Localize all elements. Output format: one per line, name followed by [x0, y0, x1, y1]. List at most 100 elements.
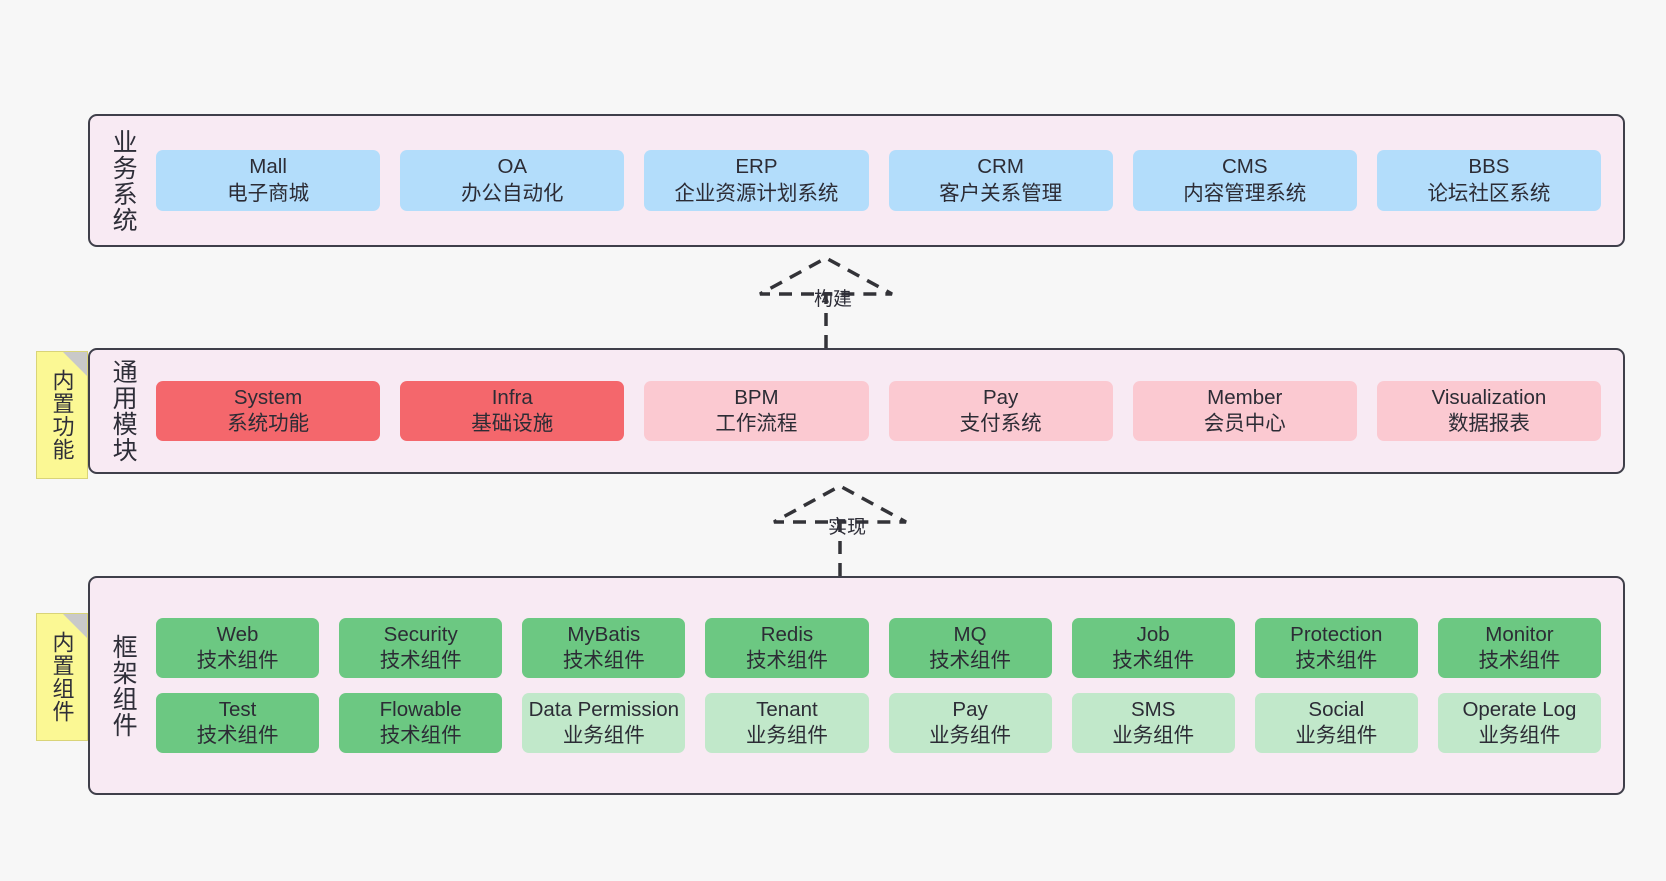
node-web-name: Web	[216, 622, 259, 646]
node-visualization-name: Visualization	[1431, 385, 1547, 409]
node-erp[interactable]: ERP 企业资源计划系统	[644, 150, 869, 211]
node-member[interactable]: Member 会员中心	[1132, 380, 1357, 442]
node-visualization-desc: 数据报表	[1447, 412, 1530, 435]
sticky-note-builtin-features: 内置功能	[36, 351, 88, 479]
layer-common-modules: 通用模块 System 系统功能 Infra 基础设施 BPM 工作流程 Pay…	[88, 348, 1625, 474]
layer-common-modules-body: System 系统功能 Infra 基础设施 BPM 工作流程 Pay 支付系统…	[146, 350, 1623, 472]
node-cms[interactable]: CMS 内容管理系统	[1132, 150, 1357, 211]
node-data-permission[interactable]: Data Permission 业务组件	[522, 693, 686, 754]
node-oa-name: OA	[497, 155, 528, 179]
node-social[interactable]: Social 业务组件	[1254, 693, 1418, 754]
node-social-desc: 业务组件	[1295, 724, 1378, 748]
layer-framework-components-body: Web 技术组件 Security 技术组件 MyBatis 技术组件 Redi…	[146, 578, 1623, 793]
sticky-note-builtin-components: 内置组件	[36, 613, 88, 741]
node-member-name: Member	[1207, 385, 1283, 409]
node-redis-desc: 技术组件	[745, 648, 828, 672]
node-mq[interactable]: MQ 技术组件	[888, 617, 1052, 678]
node-flowable-name: Flowable	[379, 698, 462, 721]
node-system-name: System	[233, 385, 303, 409]
node-visualization[interactable]: Visualization 数据报表	[1376, 380, 1602, 442]
node-protection[interactable]: Protection 技术组件	[1254, 617, 1418, 678]
node-mall-name: Mall	[249, 155, 287, 179]
connector-implement: 实现	[770, 484, 920, 576]
node-infra-desc: 基础设施	[471, 412, 554, 435]
node-erp-desc: 企业资源计划系统	[674, 181, 839, 205]
node-infra-name: Infra	[491, 385, 533, 409]
connector-implement-shape	[773, 484, 907, 576]
node-job-desc: 技术组件	[1112, 648, 1195, 672]
node-mybatis-desc: 技术组件	[562, 648, 645, 672]
node-system-desc: 系统功能	[227, 412, 310, 435]
layer-framework-components-title: 框架组件	[109, 633, 138, 738]
node-oa[interactable]: OA 办公自动化	[400, 150, 625, 211]
node-security[interactable]: Security 技术组件	[339, 617, 503, 678]
node-monitor-name: Monitor	[1485, 622, 1554, 646]
node-bpm-desc: 工作流程	[715, 412, 798, 435]
layer-common-modules-title: 通用模块	[109, 359, 138, 463]
node-social-name: Social	[1308, 698, 1365, 721]
framework-tech-row: Web 技术组件 Security 技术组件 MyBatis 技术组件 Redi…	[156, 617, 1601, 678]
node-pay-component[interactable]: Pay 业务组件	[888, 693, 1052, 754]
node-web[interactable]: Web 技术组件	[156, 617, 320, 678]
node-system[interactable]: System 系统功能	[156, 380, 381, 442]
framework-business-row: Test 技术组件 Flowable 技术组件 Data Permission …	[156, 693, 1601, 754]
node-security-name: Security	[383, 622, 458, 646]
node-cms-name: CMS	[1221, 155, 1268, 179]
node-pay-module-desc: 支付系统	[959, 412, 1042, 435]
node-data-permission-desc: 业务组件	[562, 724, 645, 748]
node-test-name: Test	[218, 698, 257, 721]
node-member-desc: 会员中心	[1203, 412, 1286, 435]
node-tenant[interactable]: Tenant 业务组件	[705, 693, 869, 754]
node-sms-desc: 业务组件	[1112, 724, 1195, 748]
connector-implement-label: 实现	[828, 517, 867, 538]
layer-business-system-title: 业务系统	[109, 128, 138, 233]
node-redis[interactable]: Redis 技术组件	[705, 617, 869, 678]
node-operate-log-name: Operate Log	[1462, 698, 1577, 721]
node-tenant-desc: 业务组件	[745, 724, 828, 748]
business-node-row: Mall 电子商城 OA 办公自动化 ERP 企业资源计划系统 CRM 客户关系…	[156, 150, 1602, 211]
module-node-row: System 系统功能 Infra 基础设施 BPM 工作流程 Pay 支付系统…	[156, 380, 1602, 442]
node-redis-name: Redis	[760, 622, 814, 646]
node-pay-module[interactable]: Pay 支付系统	[888, 380, 1113, 442]
sticky-note-builtin-features-label: 内置功能	[49, 369, 75, 461]
node-tenant-name: Tenant	[756, 698, 818, 721]
note-fold-corner-icon	[63, 614, 87, 638]
node-mq-name: MQ	[953, 622, 987, 646]
node-crm[interactable]: CRM 客户关系管理	[888, 150, 1113, 211]
node-mall-desc: 电子商城	[227, 181, 310, 205]
node-protection-desc: 技术组件	[1295, 648, 1378, 672]
node-mq-desc: 技术组件	[929, 648, 1012, 672]
node-flowable-desc: 技术组件	[379, 724, 462, 748]
node-erp-name: ERP	[735, 155, 778, 179]
node-security-desc: 技术组件	[379, 648, 462, 672]
connector-build: 构建	[756, 256, 906, 348]
node-infra[interactable]: Infra 基础设施	[400, 380, 625, 442]
node-sms[interactable]: SMS 业务组件	[1071, 693, 1235, 754]
connector-build-label: 构建	[814, 289, 853, 310]
node-bbs-desc: 论坛社区系统	[1427, 181, 1551, 205]
node-crm-desc: 客户关系管理	[939, 181, 1063, 205]
sticky-note-builtin-components-label: 内置组件	[49, 631, 75, 723]
node-mall[interactable]: Mall 电子商城	[156, 150, 381, 211]
node-operate-log[interactable]: Operate Log 业务组件	[1437, 693, 1601, 754]
node-bbs-name: BBS	[1468, 155, 1510, 179]
node-flowable[interactable]: Flowable 技术组件	[339, 693, 503, 754]
node-mybatis[interactable]: MyBatis 技术组件	[522, 617, 686, 678]
note-fold-corner-icon	[63, 352, 87, 376]
node-monitor-desc: 技术组件	[1478, 648, 1561, 672]
node-cms-desc: 内容管理系统	[1183, 181, 1307, 205]
node-bpm[interactable]: BPM 工作流程	[644, 380, 869, 442]
node-operate-log-desc: 业务组件	[1478, 724, 1561, 748]
layer-business-system-body: Mall 电子商城 OA 办公自动化 ERP 企业资源计划系统 CRM 客户关系…	[146, 116, 1623, 245]
node-test[interactable]: Test 技术组件	[156, 693, 320, 754]
node-bbs[interactable]: BBS 论坛社区系统	[1376, 150, 1602, 211]
node-job[interactable]: Job 技术组件	[1071, 617, 1235, 678]
node-test-desc: 技术组件	[196, 724, 279, 748]
node-bpm-name: BPM	[734, 385, 779, 409]
layer-business-system: 业务系统 Mall 电子商城 OA 办公自动化 ERP 企业资源计划系统 CRM…	[88, 114, 1625, 247]
connector-build-shape	[759, 256, 893, 348]
node-sms-name: SMS	[1130, 698, 1176, 721]
node-monitor[interactable]: Monitor 技术组件	[1437, 617, 1601, 678]
layer-framework-components: 框架组件 Web 技术组件 Security 技术组件 MyBatis 技术组件…	[88, 576, 1625, 795]
